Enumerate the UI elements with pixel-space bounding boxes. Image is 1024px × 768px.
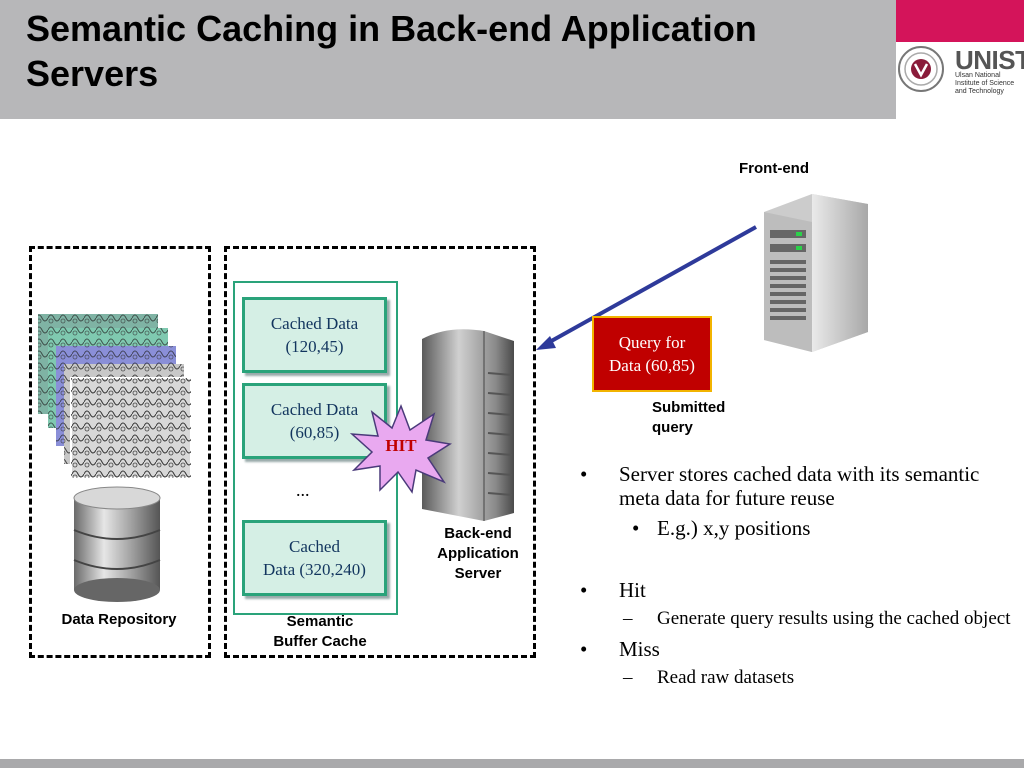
bullet-item: •Server stores cached data with its sema… [580,462,980,510]
bullet-text: Server stores cached data with its seman… [619,462,980,510]
logo-wordmark: UNIST [955,45,1024,75]
hit-starburst [349,403,453,494]
frontend-server-icon [764,194,868,352]
database-icon [73,486,161,602]
cache-ellipsis: ... [296,480,310,500]
logo-subtitle: Ulsan National Institute of Science and … [955,72,1015,95]
bullet-list: •Server stores cached data with its sema… [575,462,1015,688]
sub-bullet-item: –Generate query results using the cached… [623,608,1011,629]
bullet-text: Miss [619,637,660,661]
cache-entry: Cached Data (120,45) [242,297,387,373]
cache-entry: Cached Data (60,85) [242,383,387,459]
bullet-text: Hit [619,578,646,602]
backend-server-icon [422,329,514,521]
accent-bar [896,0,1024,42]
sub-bullet-text: Generate query results using the cached … [657,608,1011,629]
unist-emblem-icon [898,46,944,92]
backend-server-label: Back-end Application Server [437,525,519,582]
query-box: Query for Data (60,85) [592,316,712,392]
semantic-cache-label: Semantic Buffer Cache [273,613,367,650]
slide-title: Semantic Caching in Back-end Application… [26,8,757,94]
backend-frame [224,246,536,658]
dataset-images-icon [38,314,192,479]
frontend-label: Front-end [739,160,809,177]
footer-bar [0,759,1024,768]
submitted-query-label: Submitted query [652,399,726,436]
hit-label: HIT [385,436,417,455]
sub-bullet-text: E.g.) x,y positions [657,516,811,540]
data-repository-label: Data Repository [61,611,177,628]
cache-entry: Cached Data (320,240) [242,520,387,596]
sub-bullet-item: –Read raw datasets [623,667,795,688]
bullet-item: •Miss [580,637,660,661]
sub-bullet-text: Read raw datasets [657,667,795,688]
title-bar: Semantic Caching in Back-end Application… [0,0,896,119]
repository-frame [29,246,211,658]
sub-bullet-item: •E.g.) x,y positions [632,516,811,540]
bullet-item: •Hit [580,578,646,602]
